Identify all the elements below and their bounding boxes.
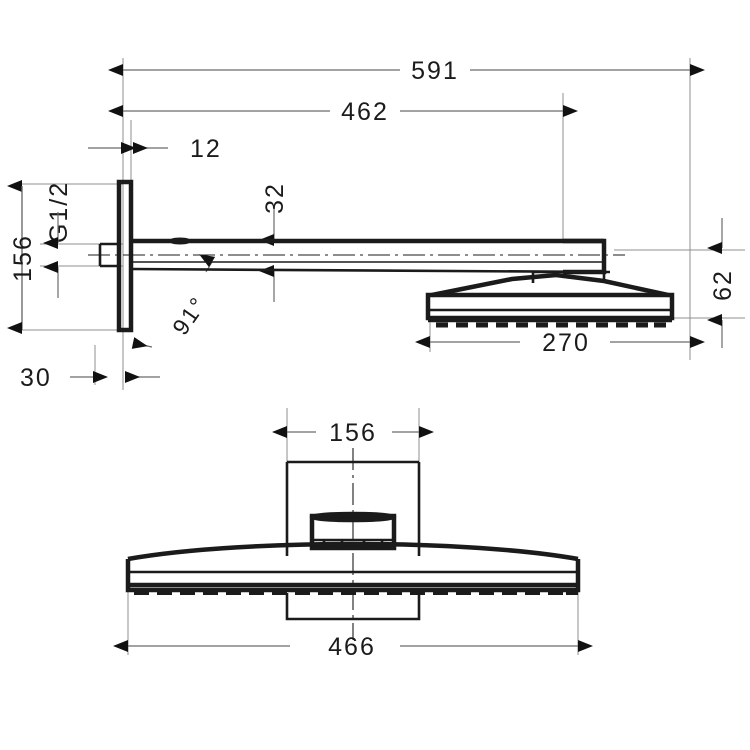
dimension-156-front: 156 — [272, 419, 434, 447]
head-upper-profile — [431, 272, 669, 298]
side-elevation-view: 591 462 12 G1/2 156 — [7, 57, 745, 392]
swivel-joint-top-curve — [309, 511, 397, 523]
dimension-156: 156 — [7, 180, 37, 334]
dimension-462: 462 — [108, 98, 578, 126]
dimension-156-front-label: 156 — [329, 419, 377, 447]
dimension-462-label: 462 — [341, 98, 389, 126]
dimension-591-label: 591 — [411, 57, 459, 85]
arm-end-connector — [563, 238, 607, 275]
dimension-156-label: 156 — [9, 234, 37, 282]
lower-bracket-outline — [285, 593, 421, 621]
dimension-466-label: 466 — [328, 633, 376, 661]
dimension-270: 270 — [415, 329, 705, 357]
svg-text:G1/2: G1/2 — [45, 181, 73, 243]
dimension-270-label: 270 — [542, 329, 590, 357]
dimension-30-label: 30 — [20, 364, 52, 392]
dimension-591: 591 — [108, 57, 705, 85]
arm-detail-mark — [169, 237, 191, 245]
dimension-30: 30 — [20, 364, 160, 392]
arm-bottom-edge — [130, 267, 611, 274]
front-head-upper-curve — [127, 541, 579, 562]
dimension-62: 62 — [707, 218, 737, 348]
side-extension-lines — [14, 58, 745, 390]
dimension-466: 466 — [113, 633, 593, 661]
dimension-32: 32 — [259, 182, 289, 302]
arm-end-on-outline — [285, 460, 421, 556]
head-body-band — [425, 292, 675, 321]
front-elevation-view: 156 466 — [113, 408, 593, 661]
dimension-12-label: 12 — [190, 135, 222, 163]
label-g1-2: G1/2 — [45, 181, 73, 243]
dimension-91-deg: 91° — [131, 254, 216, 349]
wall-plate — [116, 179, 134, 333]
dimension-91-deg-label: 91° — [167, 291, 212, 339]
dimension-32-label: 32 — [261, 182, 289, 214]
dimension-62-label: 62 — [709, 269, 737, 301]
dimension-12: 12 — [88, 135, 222, 163]
